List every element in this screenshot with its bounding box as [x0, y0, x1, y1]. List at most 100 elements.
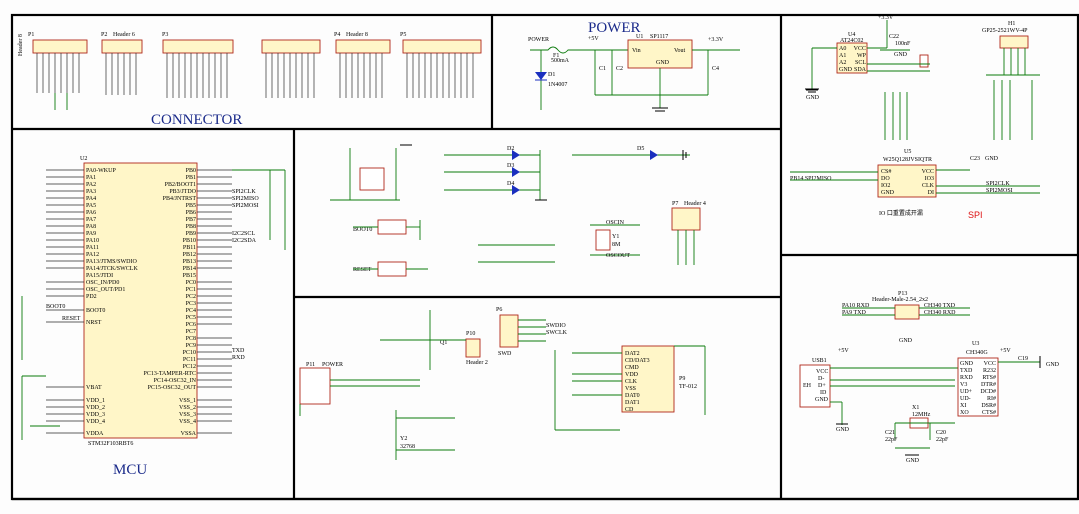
svg-text:PB12: PB12 — [183, 252, 196, 258]
svg-text:D+: D+ — [818, 383, 826, 389]
connector-p1: P1 Header 8 — [18, 32, 88, 110]
svg-text:D1: D1 — [548, 72, 555, 78]
svg-text:PA13/JTMS/SWDIO: PA13/JTMS/SWDIO — [86, 259, 137, 265]
svg-text:USB1: USB1 — [812, 358, 827, 364]
svg-text:BOOT0: BOOT0 — [86, 308, 105, 314]
svg-text:PA6: PA6 — [86, 210, 96, 216]
svg-text:U4: U4 — [848, 32, 855, 38]
svg-text:A2: A2 — [839, 60, 846, 66]
svg-text:100nF: 100nF — [895, 41, 911, 47]
svg-text:PC14-OSC32_IN: PC14-OSC32_IN — [154, 378, 197, 384]
svg-text:PC1: PC1 — [186, 287, 196, 293]
svg-text:C23: C23 — [970, 156, 980, 162]
svg-text:OSC_OUT/PD1: OSC_OUT/PD1 — [86, 287, 125, 293]
svg-text:IO2: IO2 — [881, 183, 890, 189]
svg-text:Vout: Vout — [674, 48, 686, 54]
svg-text:CD: CD — [625, 407, 634, 413]
svg-text:P1: P1 — [28, 32, 34, 38]
svg-text:V3: V3 — [960, 382, 967, 388]
svg-text:PA7: PA7 — [86, 217, 96, 223]
svg-text:SPI2CLK: SPI2CLK — [986, 181, 1010, 187]
svg-text:SPI2MISO: SPI2MISO — [232, 196, 259, 202]
svg-text:PA4: PA4 — [86, 196, 96, 202]
svg-text:CLK: CLK — [922, 183, 935, 189]
svg-text:VSS_4: VSS_4 — [179, 419, 196, 425]
svg-text:VDD: VDD — [625, 372, 639, 378]
svg-text:C21: C21 — [885, 430, 895, 436]
svg-text:PC3: PC3 — [186, 301, 196, 307]
svg-text:C22: C22 — [889, 34, 899, 40]
svg-text:Y2: Y2 — [400, 436, 407, 442]
svg-text:VDD_3: VDD_3 — [86, 412, 105, 418]
power-circuit: POWER F1 500mA +5V D1 1N4007 U1 SP1117 V… — [528, 34, 740, 112]
svg-text:PC2: PC2 — [186, 294, 196, 300]
svg-text:GND: GND — [839, 67, 853, 73]
svg-text:PB0: PB0 — [186, 168, 196, 174]
mcu-title: MCU — [113, 462, 147, 478]
svg-text:U2: U2 — [80, 156, 87, 162]
svg-text:WP: WP — [857, 53, 867, 59]
svg-text:PB1: PB1 — [186, 175, 196, 181]
svg-text:PA14/JTCK/SWCLK: PA14/JTCK/SWCLK — [86, 266, 138, 272]
svg-text:PB5: PB5 — [186, 203, 196, 209]
svg-text:U5: U5 — [904, 149, 911, 155]
svg-text:SWCLK: SWCLK — [546, 330, 568, 336]
svg-text:PA12: PA12 — [86, 252, 99, 258]
svg-text:GND: GND — [899, 338, 913, 344]
svg-text:CD/DAT3: CD/DAT3 — [625, 358, 650, 364]
svg-text:PC8: PC8 — [186, 336, 196, 342]
svg-text:P6: P6 — [496, 307, 502, 313]
svg-text:PA9: PA9 — [86, 231, 96, 237]
svg-text:PC12: PC12 — [183, 364, 196, 370]
svg-text:PB13: PB13 — [183, 259, 196, 265]
svg-text:SWDIO: SWDIO — [546, 323, 566, 329]
connector-p4: P4 Header 8 — [334, 32, 391, 98]
svg-text:POWER: POWER — [528, 37, 549, 43]
svg-text:VBAT: VBAT — [86, 385, 102, 391]
svg-text:CMD: CMD — [625, 365, 639, 371]
svg-text:I2C2SDA: I2C2SDA — [232, 238, 257, 244]
svg-text:P2: P2 — [101, 32, 107, 38]
svg-text:CH340G: CH340G — [966, 350, 988, 356]
svg-text:PC13-TAMPER-RTC: PC13-TAMPER-RTC — [144, 371, 197, 377]
svg-text:DAT0: DAT0 — [625, 393, 640, 399]
svg-text:Header 8: Header 8 — [18, 34, 24, 56]
svg-text:GND: GND — [1046, 362, 1060, 368]
svg-text:SPI2CLK: SPI2CLK — [232, 189, 256, 195]
svg-text:A1: A1 — [839, 53, 846, 59]
svg-text:D3: D3 — [507, 163, 514, 169]
ground-symbols — [400, 88, 1041, 456]
connector-p3: P3 — [162, 32, 234, 98]
svg-text:DAT2: DAT2 — [625, 351, 640, 357]
svg-text:VCC: VCC — [984, 361, 996, 367]
connector-title: CONNECTOR — [151, 112, 242, 128]
svg-text:P13: P13 — [898, 291, 907, 297]
svg-text:D2: D2 — [507, 146, 514, 152]
flash-note: IO 口重置成开漏 — [879, 209, 923, 217]
svg-text:1N4007: 1N4007 — [548, 82, 567, 88]
svg-text:PB6: PB6 — [186, 210, 196, 216]
svg-text:PA11: PA11 — [86, 245, 99, 251]
svg-text:PB8: PB8 — [186, 224, 196, 230]
svg-text:I2C2SCL: I2C2SCL — [232, 231, 255, 237]
svg-text:22pF: 22pF — [936, 437, 949, 443]
svg-text:VSS_3: VSS_3 — [179, 412, 196, 418]
svg-text:8M: 8M — [612, 242, 621, 248]
svg-text:PC0: PC0 — [186, 280, 196, 286]
svg-text:PB15: PB15 — [183, 273, 196, 279]
svg-text:P3: P3 — [162, 32, 168, 38]
svg-text:+3.3V: +3.3V — [878, 15, 894, 21]
svg-text:PA2: PA2 — [86, 182, 96, 188]
svg-text:D5: D5 — [637, 146, 644, 152]
header-h1: H1 GP25-2521WV-4P — [982, 21, 1040, 140]
svg-text:A0: A0 — [839, 46, 846, 52]
svg-text:P9: P9 — [679, 376, 685, 382]
svg-text:CTS#: CTS# — [982, 410, 996, 416]
connector-p2: P2 Header 6 — [101, 32, 143, 95]
svg-text:CH340 RXD: CH340 RXD — [924, 310, 956, 316]
svg-text:PB14: PB14 — [183, 266, 196, 272]
svg-text:ID: ID — [820, 390, 827, 396]
svg-text:+5V: +5V — [1000, 348, 1011, 354]
